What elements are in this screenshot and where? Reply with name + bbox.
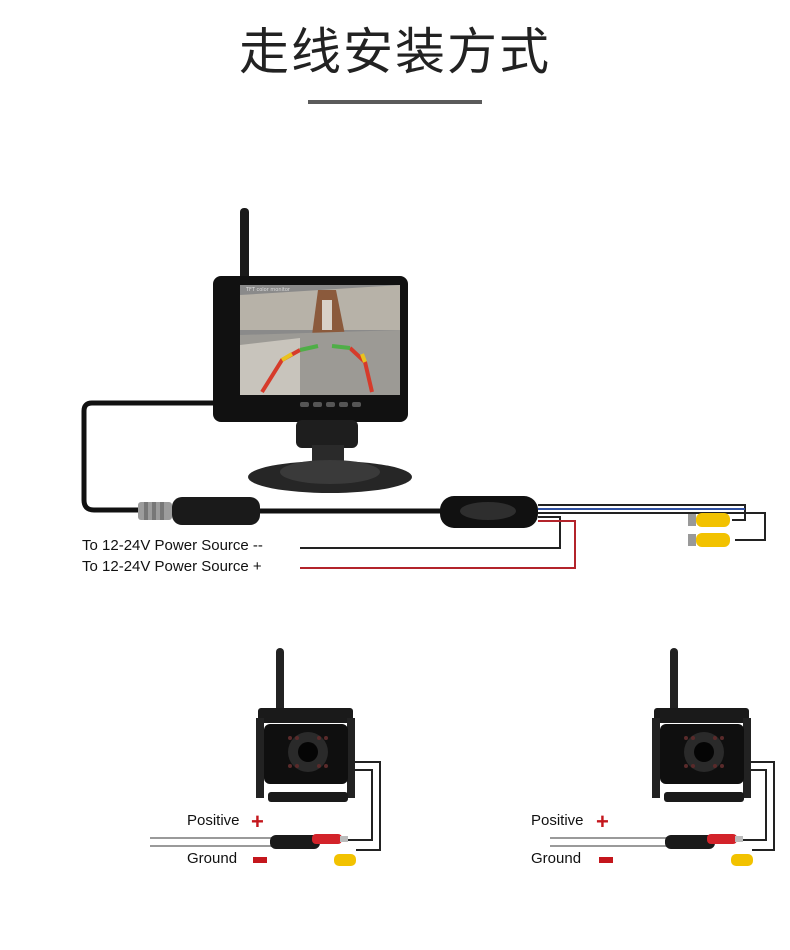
camera-1-plus-sign: + — [251, 809, 264, 834]
screen-header-text: TFT color monitor — [245, 287, 291, 293]
av-wire-black-2 — [538, 512, 766, 541]
monitor-cable — [81, 400, 222, 513]
camera-1-rca — [334, 854, 356, 866]
power-negative-label: To 12-24V Power Source -- — [82, 537, 263, 554]
monitor: TFT color monitor — [213, 208, 412, 493]
rca-connector-2 — [688, 533, 730, 547]
monitor-stand — [248, 420, 412, 493]
monitor-screen: TFT color monitor — [240, 285, 400, 395]
camera-1-antenna — [276, 648, 284, 713]
power-positive-wire — [300, 520, 576, 569]
camera-1-positive-label: Positive — [187, 812, 240, 829]
camera-2-antenna — [670, 648, 678, 713]
camera-2-minus-sign — [599, 857, 613, 863]
camera-1-ground-label: Ground — [187, 850, 238, 867]
junction-box-highlight — [460, 502, 516, 520]
camera-2 — [550, 648, 775, 866]
camera-2-plus-sign: + — [596, 809, 609, 834]
monitor-antenna — [240, 208, 249, 283]
monitor-buttons — [300, 402, 361, 407]
rca-connector-1 — [688, 513, 730, 527]
camera-1-minus-sign — [253, 857, 267, 863]
camera-2-positive-label: Positive — [531, 812, 584, 829]
camera-2-ground-label: Ground — [531, 850, 582, 867]
power-negative-wire — [300, 516, 561, 549]
page-title: 走线安装方式 — [239, 23, 551, 81]
camera-1 — [150, 648, 381, 866]
power-positive-label: To 12-24V Power Source + — [82, 558, 262, 575]
aviation-connector — [138, 497, 260, 525]
title-underline — [308, 100, 482, 104]
camera-2-rca — [731, 854, 753, 866]
